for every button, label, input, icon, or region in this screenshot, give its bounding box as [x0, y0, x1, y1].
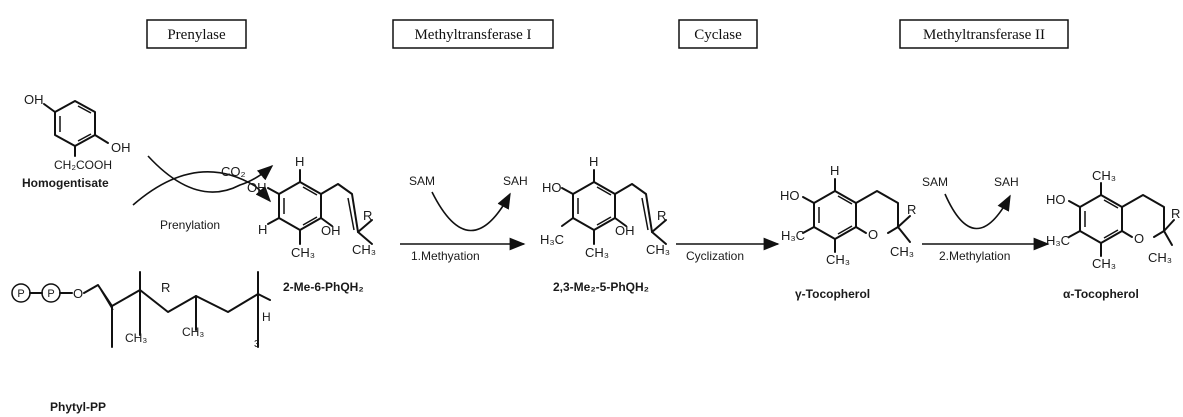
enzyme-box-cyclase: Cyclase: [678, 19, 758, 49]
methylation-1-step: SAM SAH 1.Methyation: [400, 174, 528, 263]
atom-r: R: [657, 208, 666, 223]
enzyme-box-methyltransferase-2: Methyltransferase II: [899, 19, 1069, 49]
label-prenylation: Prenylation: [160, 218, 220, 232]
label-cyclization: Cyclization: [686, 249, 744, 263]
atom-o: O: [73, 286, 83, 301]
atom-ch3: CH₃: [291, 245, 315, 260]
atom-h: H: [830, 163, 839, 178]
atom-p: P: [47, 288, 54, 300]
atom-ho: HO: [1046, 192, 1066, 207]
compound-2-3-me2-5-phqh2: HO H H₃C OH CH₃ R CH₃ 2,3-Me₂-5-PhQH₂: [540, 154, 670, 294]
atom-o: O: [868, 227, 878, 242]
atom-h3c: H₃C: [781, 228, 805, 243]
atom-h: H: [258, 222, 267, 237]
atom-h3c: H₃C: [540, 232, 564, 247]
label-gamma-tocopherol: γ-Tocopherol: [795, 287, 870, 301]
atom-o: O: [1134, 231, 1144, 246]
atom-oh: OH: [247, 180, 267, 195]
label-2-3-me2-5-phqh2: 2,3-Me₂-5-PhQH₂: [553, 280, 649, 294]
label-homogentisate: Homogentisate: [22, 176, 109, 190]
atom-h: H: [295, 154, 304, 169]
homogentisate-structure: OH OH CH₂COOH Homogentisate: [22, 92, 131, 190]
enzyme-label-methyltransferase-1: Methyltransferase I: [414, 27, 531, 43]
atom-oh: OH: [321, 223, 341, 238]
subscript-3: 3: [254, 339, 260, 350]
atom-ch2cooh: CH₂COOH: [54, 158, 112, 172]
atom-r: R: [363, 208, 372, 223]
atom-p: P: [17, 288, 24, 300]
label-1-methyation: 1.Methyation: [411, 249, 480, 263]
label-2-me-6-phqh2: 2-Me-6-PhQH₂: [283, 280, 364, 294]
enzyme-box-methyltransferase-1: Methyltransferase I: [392, 19, 554, 49]
enzyme-label-methyltransferase-2: Methyltransferase II: [923, 27, 1045, 43]
label-alpha-tocopherol: α-Tocopherol: [1063, 287, 1139, 301]
atom-ch3: CH₃: [182, 325, 204, 339]
prenylation-arrows: CO₂ Prenylation: [132, 155, 274, 232]
atom-ch3: CH₃: [1092, 168, 1116, 183]
label-sam: SAM: [409, 174, 435, 188]
atom-ch3: CH₃: [826, 252, 850, 267]
atom-h: H: [262, 310, 271, 324]
label-2-methylation: 2.Methylation: [939, 249, 1010, 263]
compound-alpha-tocopherol: CH₃ HO H₃C O CH₃ R CH₃ α-Tocopherol: [1046, 168, 1180, 301]
atom-ho: HO: [542, 180, 562, 195]
label-sam: SAM: [922, 175, 948, 189]
atom-r: R: [1171, 206, 1180, 221]
atom-ho: HO: [780, 188, 800, 203]
atom-h: H: [589, 154, 598, 169]
label-co2: CO₂: [221, 164, 246, 179]
atom-ch3: CH₃: [1148, 250, 1172, 265]
atom-ch3: CH₃: [646, 242, 670, 257]
atom-oh: OH: [24, 92, 44, 107]
compound-2-me-6-phqh2: OH H H OH CH₃ R CH₃ 2-Me-6-PhQH₂: [247, 154, 376, 294]
atom-h3c: H₃C: [1046, 233, 1070, 248]
enzyme-box-prenylase: Prenylase: [146, 19, 247, 49]
phytyl-pp-structure: P P O R CH₃ CH₃ H 3 Phytyl-PP: [11, 271, 271, 414]
enzyme-label-prenylase: Prenylase: [167, 27, 226, 43]
label-sah: SAH: [994, 175, 1019, 189]
methylation-2-step: SAM SAH 2.Methylation: [922, 175, 1050, 263]
atom-ch3: CH₃: [352, 242, 376, 257]
compound-gamma-tocopherol: HO H H₃C O CH₃ R CH₃ γ-Tocopherol: [780, 163, 916, 301]
atom-r: R: [907, 202, 916, 217]
atom-ch3: CH₃: [1092, 256, 1116, 271]
label-phytyl-pp: Phytyl-PP: [50, 400, 106, 414]
atom-ch3: CH₃: [585, 245, 609, 260]
label-sah: SAH: [503, 174, 528, 188]
atom-oh: OH: [111, 140, 131, 155]
atom-ch3: CH₃: [890, 244, 914, 259]
atom-ch3: CH₃: [125, 331, 147, 345]
atom-oh: OH: [615, 223, 635, 238]
enzyme-label-cyclase: Cyclase: [694, 27, 742, 43]
atom-r: R: [161, 280, 170, 295]
cyclization-step: Cyclization: [676, 237, 780, 263]
